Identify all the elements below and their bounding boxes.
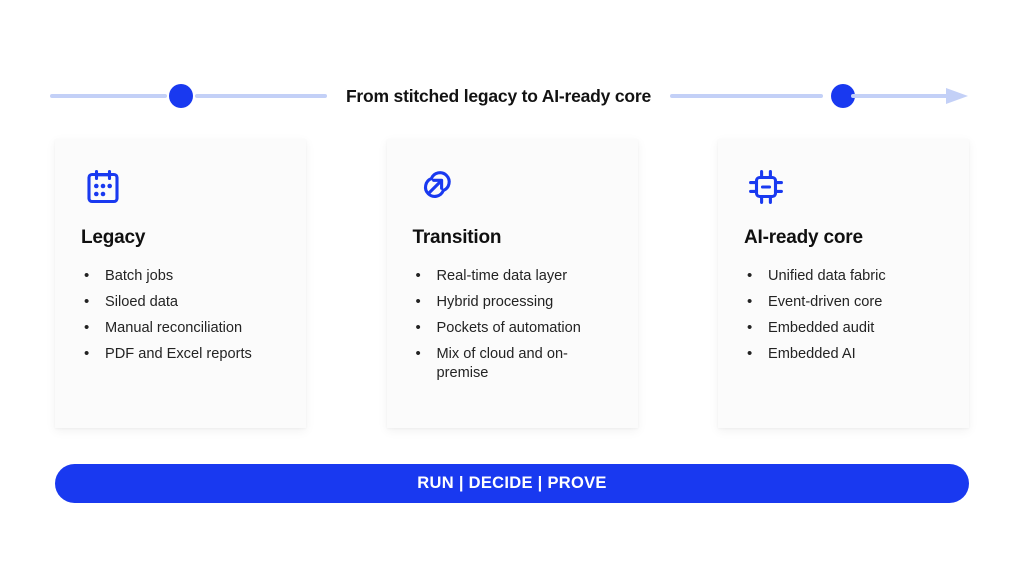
card-transition: Transition Real-time data layer Hybrid p…	[386, 139, 638, 428]
card-ai-ready-core: AI-ready core Unified data fabric Event-…	[718, 139, 969, 428]
list-item: PDF and Excel reports	[81, 344, 282, 364]
link-transition-icon	[413, 165, 614, 213]
list-item: Manual reconciliation	[81, 318, 282, 338]
list-item: Hybrid processing	[413, 292, 614, 312]
cpu-chip-icon	[744, 165, 945, 213]
card-bullet-list: Real-time data layer Hybrid processing P…	[413, 266, 614, 383]
list-item: Siloed data	[81, 292, 282, 312]
card-title: AI-ready core	[744, 227, 863, 248]
timeline-segment-1	[50, 94, 167, 98]
card-bullet-list: Batch jobs Siloed data Manual reconcilia…	[81, 266, 282, 364]
list-item: Event-driven core	[744, 292, 945, 312]
calendar-batch-icon	[81, 165, 282, 213]
timeline: From stitched legacy to AI-ready core	[50, 82, 974, 110]
list-item: Mix of cloud and on-premise	[413, 344, 614, 383]
timeline-segment-2	[195, 94, 327, 98]
footer-banner-label: RUN | DECIDE | PROVE	[417, 474, 607, 492]
stage-cards: Legacy Batch jobs Siloed data Manual rec…	[55, 139, 969, 428]
list-item: Batch jobs	[81, 266, 282, 286]
list-item: Embedded audit	[744, 318, 945, 338]
card-title: Legacy	[81, 227, 146, 248]
card-legacy: Legacy Batch jobs Siloed data Manual rec…	[55, 139, 306, 428]
card-title: Transition	[412, 227, 502, 248]
timeline-segment-3	[670, 94, 823, 98]
footer-banner: RUN | DECIDE | PROVE	[55, 464, 969, 503]
list-item: Embedded AI	[744, 344, 945, 364]
list-item: Pockets of automation	[413, 318, 614, 338]
list-item: Real-time data layer	[413, 266, 614, 286]
timeline-segment-4	[851, 94, 948, 98]
list-item: Unified data fabric	[744, 266, 945, 286]
timeline-marker-1	[169, 84, 193, 108]
card-bullet-list: Unified data fabric Event-driven core Em…	[744, 266, 945, 364]
arrow-right-icon	[946, 88, 968, 104]
timeline-title: From stitched legacy to AI-ready core	[327, 82, 670, 110]
